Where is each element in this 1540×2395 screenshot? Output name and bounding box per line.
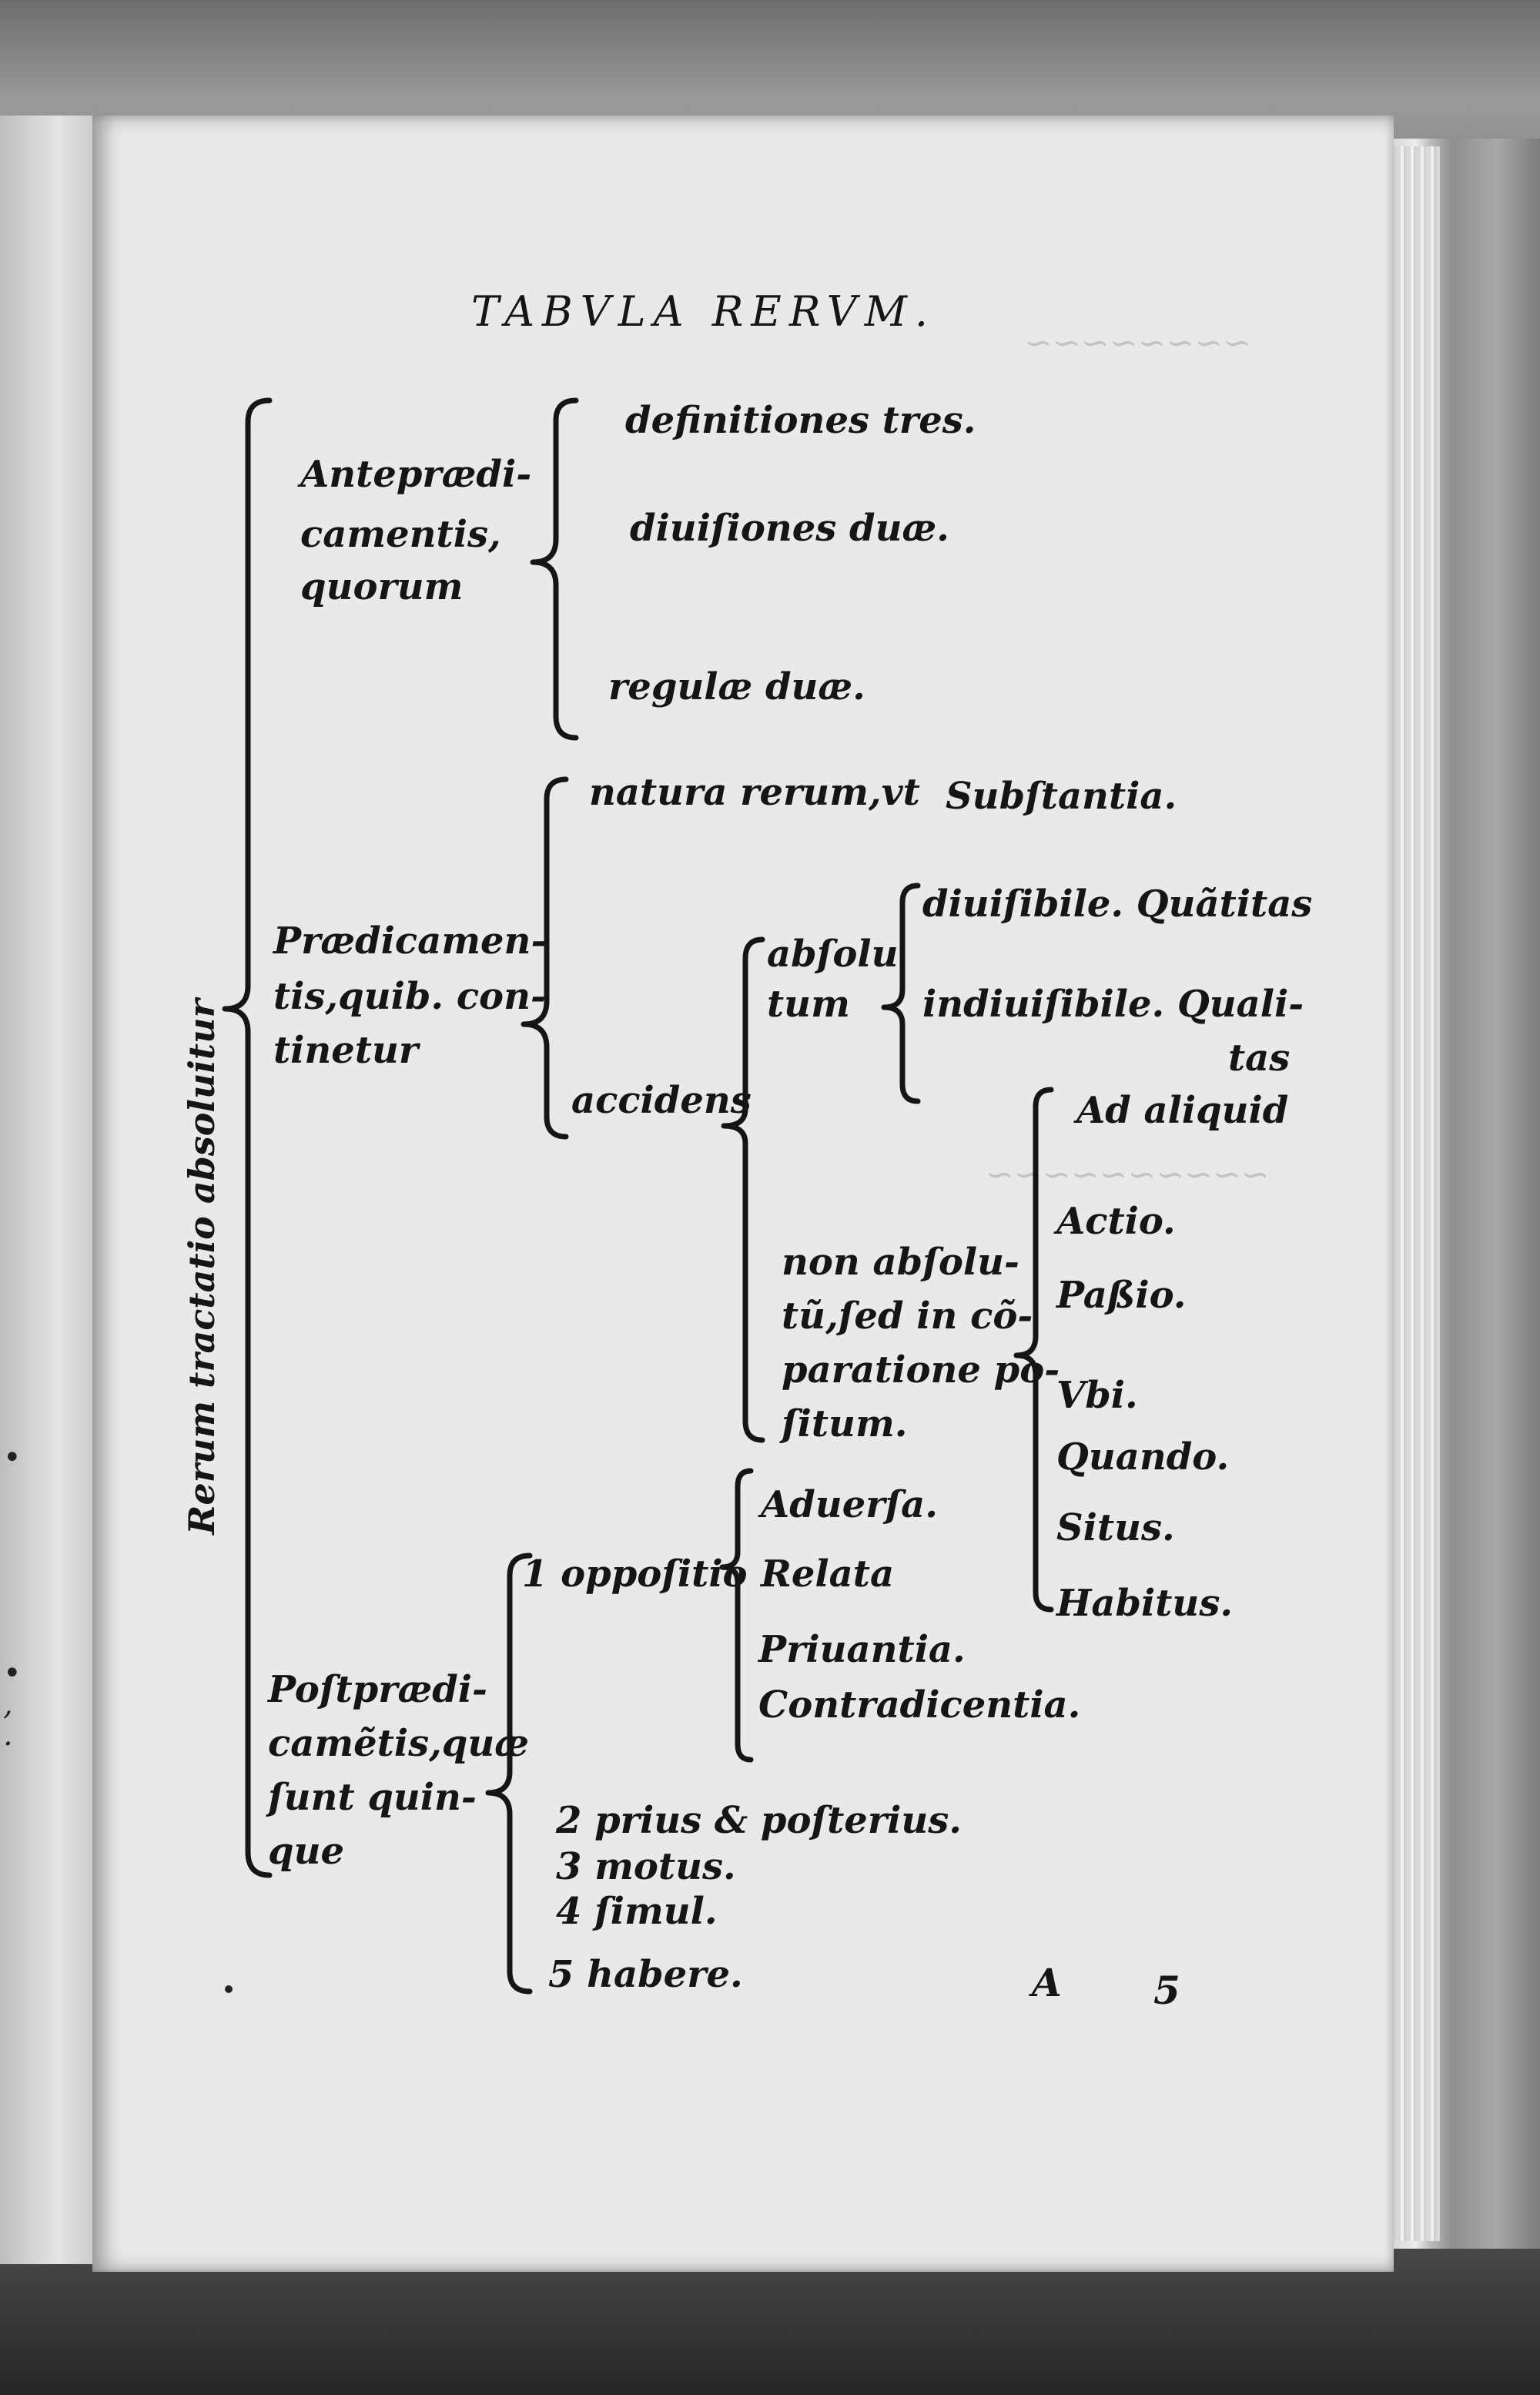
postpraedicamentum-4: 4 ſimul. (556, 1890, 718, 1933)
praedicamenta-label-3: tinetur (273, 1029, 419, 1072)
left-page-mark: • (3, 1440, 22, 1476)
quantitas: diuiſibile. Quãtitas (922, 883, 1313, 926)
left-page-mark: , (3, 1687, 13, 1722)
postpraedicamenta-label-4: que (268, 1830, 344, 1873)
signature-mark: A (1032, 1960, 1062, 2005)
category-ubi: Vbi. (1056, 1374, 1138, 1417)
non-absolutum-label-3: paratione po- (782, 1348, 1060, 1392)
absolutum-brace (881, 883, 921, 1104)
oppositio-label: 1 oppoſitio (522, 1553, 748, 1596)
antepraedicamenta-label-3: quorum (300, 565, 464, 608)
absolutum-label-2: tum (767, 983, 850, 1026)
category-situs: Situs. (1056, 1506, 1175, 1549)
postpraedicamentum-5: 5 habere. (548, 1953, 743, 1996)
praedicamenta-label-2: tis,quib. con- (273, 975, 546, 1018)
ink-dot (225, 1985, 233, 1993)
oppositio-contradicentia: Contradicentia. (758, 1683, 1081, 1727)
left-page-mark: . (3, 1717, 13, 1753)
antepraedicamenta-item: definitiones tres. (625, 399, 976, 442)
oppositio-brace (719, 1468, 754, 1763)
non-absolutum-label-2: tũ,ſed in cõ- (782, 1295, 1033, 1338)
categories-brace (1013, 1087, 1054, 1613)
qualitas: indiuiſibile. Quali- (922, 983, 1304, 1026)
accidens-brace (721, 936, 765, 1443)
page-stack (1386, 146, 1440, 2241)
qualitas-continued: tas (1228, 1037, 1291, 1080)
postpraedicamenta-label-1: Poſtprædi- (268, 1668, 487, 1711)
postpraedicamenta-label-2: camẽtis,quæ (268, 1722, 529, 1765)
antepraedicamenta-item: regulæ duæ. (608, 665, 865, 708)
category-ad-aliquid: Ad aliquid (1076, 1089, 1289, 1132)
oppositio-relata: Relata (761, 1553, 895, 1596)
accidens-label: accidens (571, 1079, 752, 1122)
antepraedicamenta-brace (530, 397, 579, 741)
absolutum-label-1: abſolu (767, 933, 899, 976)
substantia: Subſtantia. (946, 775, 1177, 818)
left-page: • • , . (0, 116, 99, 2264)
main-brace (222, 397, 273, 1878)
praedicamenta-label-1: Prædicamen- (273, 919, 547, 963)
non-absolutum-label-4: ſitum. (782, 1402, 908, 1445)
category-habitus: Habitus. (1056, 1582, 1234, 1625)
category-quando: Quando. (1056, 1435, 1230, 1479)
natura-rerum: natura rerum,vt (589, 771, 920, 814)
praedicamenta-brace (521, 776, 569, 1140)
folio-number: 5 (1153, 1968, 1180, 2013)
page-title: TABVLA RERVM. (471, 287, 936, 336)
category-actio: Actio. (1056, 1200, 1176, 1243)
category-passio: Paßio. (1056, 1274, 1187, 1317)
postpraedicamentum-3: 3 motus. (556, 1845, 736, 1888)
antepraedicamenta-item: diuiſiones duæ. (630, 507, 949, 550)
antepraedicamenta-label-1: Anteprædi- (300, 453, 532, 496)
postpraedicamenta-brace (485, 1553, 533, 1995)
oppositio-aduersa: Aduerſa. (761, 1483, 938, 1526)
left-page-mark: • (3, 1656, 22, 1691)
non-absolutum-label-1: non abſolu- (782, 1241, 1019, 1284)
antepraedicamenta-label-2: camentis, (300, 513, 501, 556)
postpraedicamenta-label-3: ſunt quin- (268, 1776, 477, 1819)
oppositio-priuantia: Priuantia. (758, 1628, 966, 1671)
postpraedicamentum-2: 2 prius & poſterius. (556, 1799, 962, 1842)
